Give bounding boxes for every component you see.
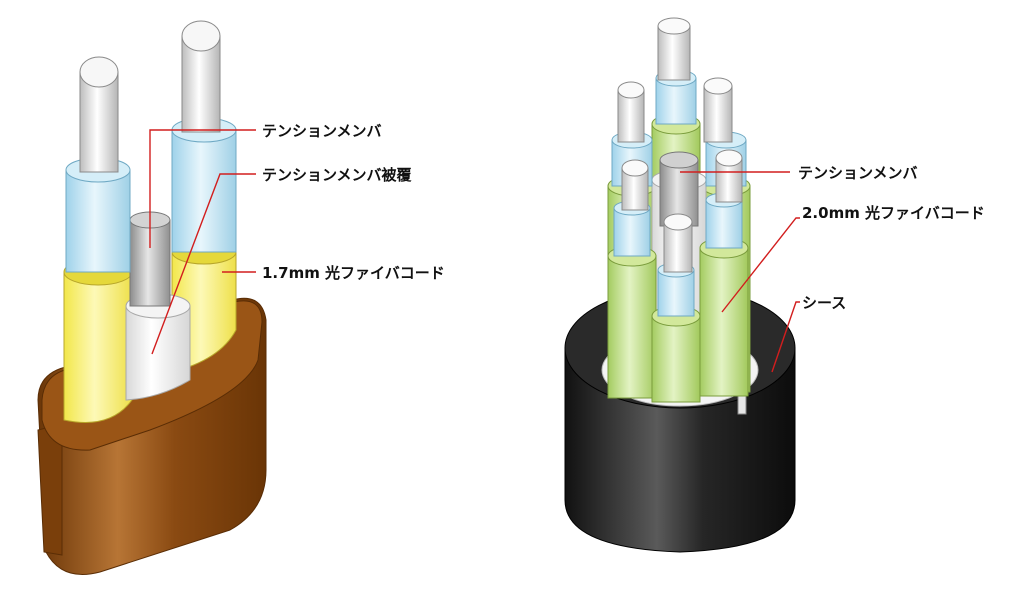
right-fiber-r2-end	[715, 149, 743, 167]
label-right-tension-member: テンションメンバ	[798, 164, 918, 182]
label-right-sheath: シース	[802, 294, 846, 312]
right-cable-illustration	[564, 17, 796, 553]
right-cord-front-3	[651, 315, 701, 403]
left-buffer-1	[65, 169, 131, 273]
left-fiber-1-end	[79, 56, 119, 88]
label-left-tension-member-coating: テンションメンバ被覆	[262, 166, 413, 184]
right-tension-member-rod-end	[659, 151, 699, 169]
right-labels: テンションメンバ 2.0mm 光ファイバコード シース	[680, 164, 985, 373]
right-fiber-l2-end	[621, 159, 649, 177]
right-fiber-l1-end	[617, 81, 645, 99]
left-fiber-2-end	[181, 20, 221, 52]
label-left-tension-member: テンションメンバ	[262, 122, 382, 140]
right-fiber-r1-end	[703, 77, 733, 95]
tension-member-coating	[125, 305, 191, 401]
leader-right-fiber-cord	[721, 217, 800, 313]
label-left-fiber-cord: 1.7mm 光ファイバコード	[262, 264, 445, 282]
right-cord-front-1	[607, 255, 657, 399]
leader-left-tension-member	[149, 129, 256, 248]
leader-left-coating	[151, 173, 256, 355]
left-labels: テンションメンバ テンションメンバ被覆 1.7mm 光ファイバコード	[149, 122, 445, 355]
leader-right-sheath	[771, 301, 800, 373]
right-fiber-front-end	[663, 213, 693, 231]
left-cable-illustration	[37, 20, 267, 575]
left-yellow-cord-1	[63, 271, 133, 423]
left-buffer-2	[171, 129, 237, 253]
label-right-fiber-cord: 2.0mm 光ファイバコード	[802, 204, 985, 222]
right-cord-front-2	[699, 247, 749, 397]
right-fiber-top-end	[657, 17, 691, 35]
